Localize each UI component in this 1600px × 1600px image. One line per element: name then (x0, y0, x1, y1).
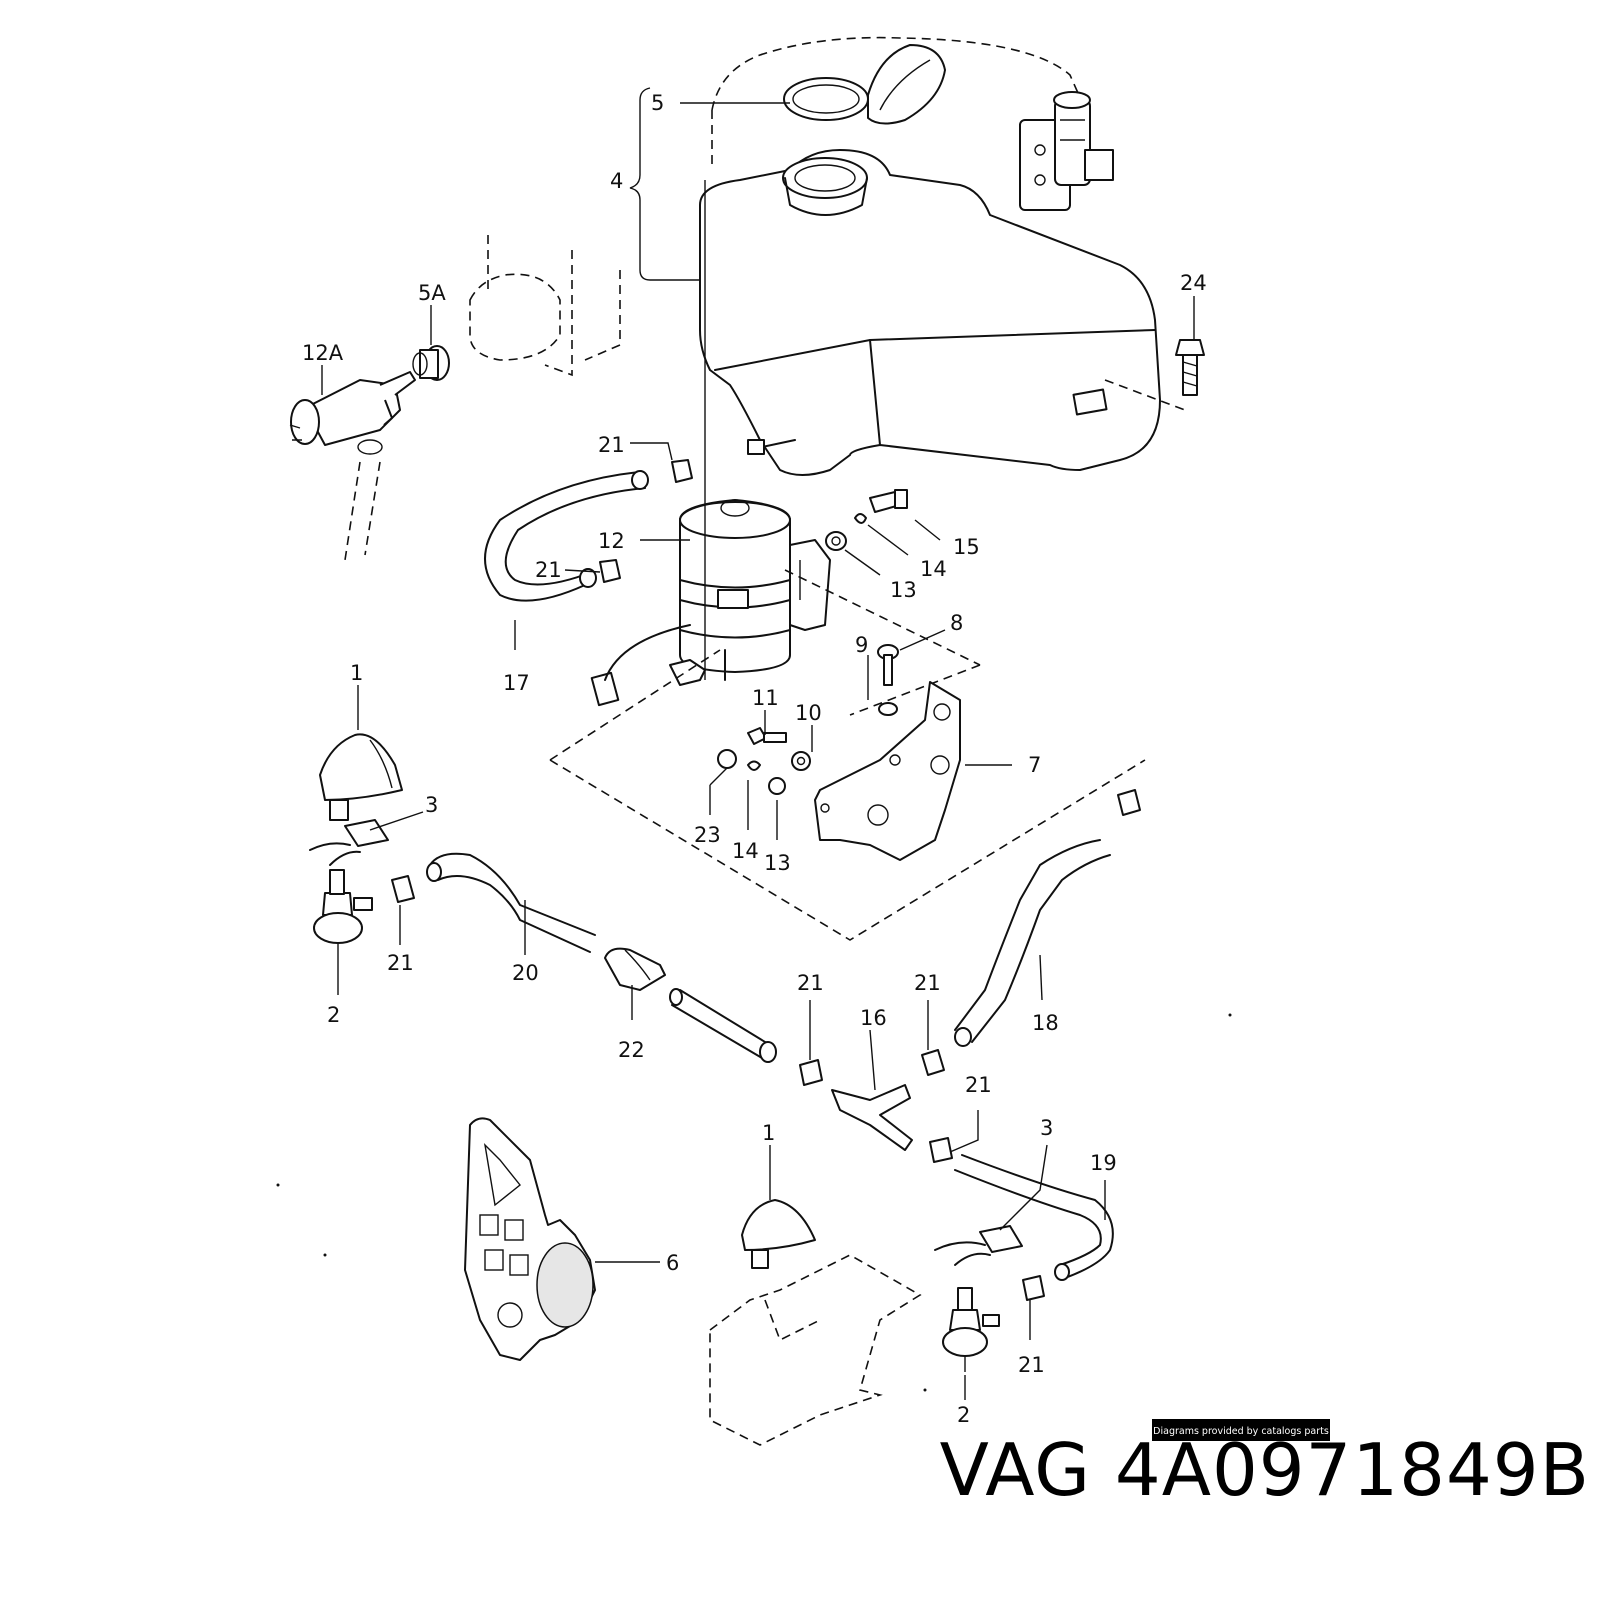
check-valve-lower (942, 1287, 1000, 1372)
callout-6: 6 (666, 1251, 679, 1275)
callout-21-c: 21 (387, 951, 414, 975)
clip-21-left (391, 875, 415, 903)
callout-21-b: 21 (535, 558, 562, 582)
callout-13-b: 13 (764, 851, 791, 875)
callout-4: 4 (610, 169, 623, 193)
washer-nozzle-lower (741, 1199, 816, 1269)
callout-2-a: 2 (327, 1003, 340, 1027)
callout-12: 12 (598, 529, 625, 553)
clip-22 (604, 947, 666, 991)
clip-21-mid-c (929, 1137, 953, 1163)
callout-24: 24 (1180, 271, 1207, 295)
bolt-24 (1104, 339, 1205, 411)
callout-8: 8 (950, 611, 963, 635)
callout-14-b: 14 (732, 839, 759, 863)
clip-3-lower (934, 1225, 1023, 1266)
motor-assembly-top (1019, 91, 1114, 211)
callout-3-a: 3 (425, 793, 438, 817)
washer-reservoir (699, 149, 1161, 476)
reservoir-section-6 (464, 1117, 596, 1361)
clip-21-mid-b (921, 1049, 945, 1076)
callout-2-b: 2 (957, 1403, 970, 1427)
leader-lines (321, 87, 1195, 1400)
callout-21-f: 21 (965, 1073, 992, 1097)
hose-18 (954, 789, 1141, 1047)
callout-5a: 5A (418, 281, 446, 305)
callout-18: 18 (1032, 1011, 1059, 1035)
callout-19: 19 (1090, 1151, 1117, 1175)
callout-13-a: 13 (890, 578, 917, 602)
bolt-15-washers (825, 489, 908, 551)
bracket-7 (814, 681, 961, 861)
callout-labels: 5 4 5A 12A 24 21 12 21 15 14 13 8 9 17 1… (302, 91, 1207, 1427)
callout-17: 17 (503, 671, 530, 695)
callout-3-b: 3 (1040, 1116, 1053, 1140)
tube-to-tee (669, 988, 777, 1063)
callout-7: 7 (1028, 753, 1041, 777)
part-number-title: VAG 4A0971849B (939, 1428, 1590, 1512)
clip-21-lower (1022, 1275, 1045, 1301)
callout-23: 23 (694, 823, 721, 847)
pump-12a (289, 235, 621, 561)
check-valve-upper (313, 869, 373, 960)
clip-3-upper (309, 819, 389, 866)
callout-22: 22 (618, 1038, 645, 1062)
callout-12a: 12A (302, 341, 344, 365)
callout-21-d: 21 (797, 971, 824, 995)
callout-14-a: 14 (920, 557, 947, 581)
reservoir-cap (783, 44, 946, 125)
callout-10: 10 (795, 701, 822, 725)
callout-21-e: 21 (914, 971, 941, 995)
callout-1-b: 1 (762, 1121, 775, 1145)
tee-16 (831, 1084, 913, 1151)
callout-9: 9 (855, 633, 868, 657)
washer-nozzle-upper (319, 733, 403, 821)
hose-clips-upper (599, 459, 693, 583)
callout-15: 15 (953, 535, 980, 559)
callout-5: 5 (651, 91, 664, 115)
callout-1-a: 1 (350, 661, 363, 685)
hose-20 (426, 852, 596, 953)
credit-text: Diagrams provided by catalogs parts (1153, 1426, 1329, 1437)
credit-label: Diagrams provided by catalogs parts (1152, 1419, 1330, 1441)
fasteners-11-10-23 (717, 727, 811, 795)
callout-11: 11 (752, 686, 779, 710)
callout-16: 16 (860, 1006, 887, 1030)
clip-21-mid-a (799, 1059, 823, 1086)
callout-21-a: 21 (598, 433, 625, 457)
screw-9 (877, 644, 899, 716)
callout-21-g: 21 (1018, 1353, 1045, 1377)
hose-17 (484, 470, 649, 602)
callout-20: 20 (512, 961, 539, 985)
washer-pump-12 (590, 499, 831, 707)
